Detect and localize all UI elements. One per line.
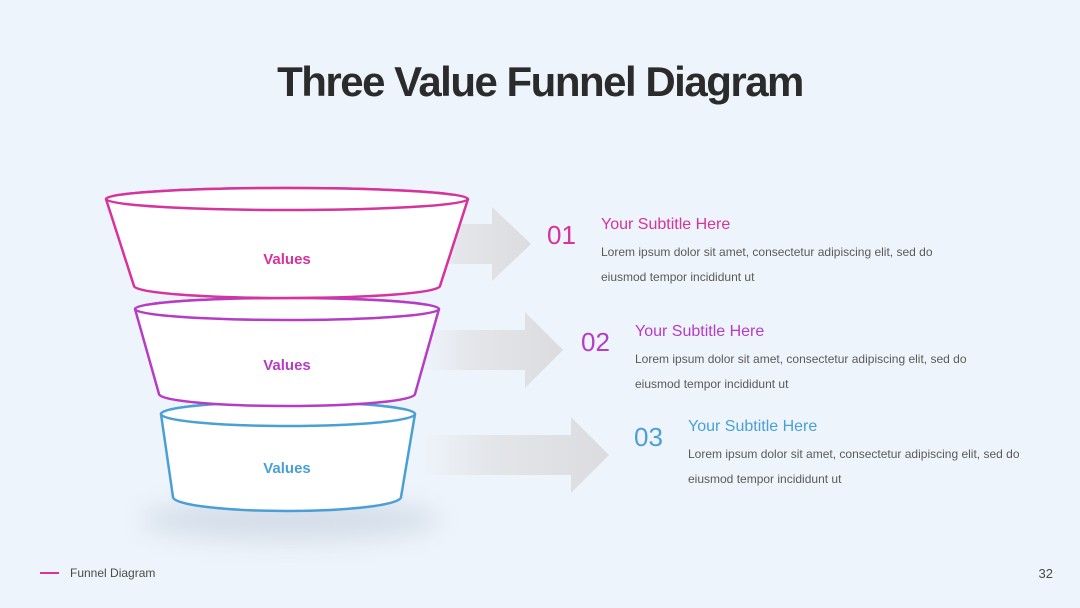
step-description: Lorem ipsum dolor sit amet, consectetur …	[601, 245, 933, 284]
funnel-segment-2	[133, 296, 441, 408]
arrow-3	[420, 417, 609, 493]
funnel-label-1: Values	[263, 251, 311, 268]
footer-accent-line	[40, 572, 59, 574]
slide-title: Three Value Funnel Diagram	[277, 58, 804, 105]
step-item-1: 01 Your Subtitle Here Lorem ipsum dolor …	[547, 216, 967, 286]
funnel-label-3: Values	[263, 460, 311, 477]
step-number: 03	[634, 422, 663, 452]
step-description: Lorem ipsum dolor sit amet, consectetur …	[635, 352, 967, 391]
footer-label: Funnel Diagram	[70, 566, 156, 580]
step-number: 01	[547, 220, 576, 250]
step-subtitle: Your Subtitle Here	[601, 216, 731, 233]
funnel-segment-3	[159, 400, 417, 513]
step-number: 02	[581, 327, 610, 357]
step-item-3: 03 Your Subtitle Here Lorem ipsum dolor …	[634, 418, 1054, 488]
funnel-segment-1	[104, 186, 470, 300]
step-subtitle: Your Subtitle Here	[688, 418, 818, 435]
page-number: 32	[1038, 566, 1053, 581]
funnel-label-2: Values	[263, 357, 311, 374]
step-item-2: 02 Your Subtitle Here Lorem ipsum dolor …	[581, 323, 1001, 393]
step-description: Lorem ipsum dolor sit amet, consectetur …	[688, 447, 1020, 486]
arrow-2	[420, 312, 563, 388]
step-subtitle: Your Subtitle Here	[635, 323, 765, 340]
